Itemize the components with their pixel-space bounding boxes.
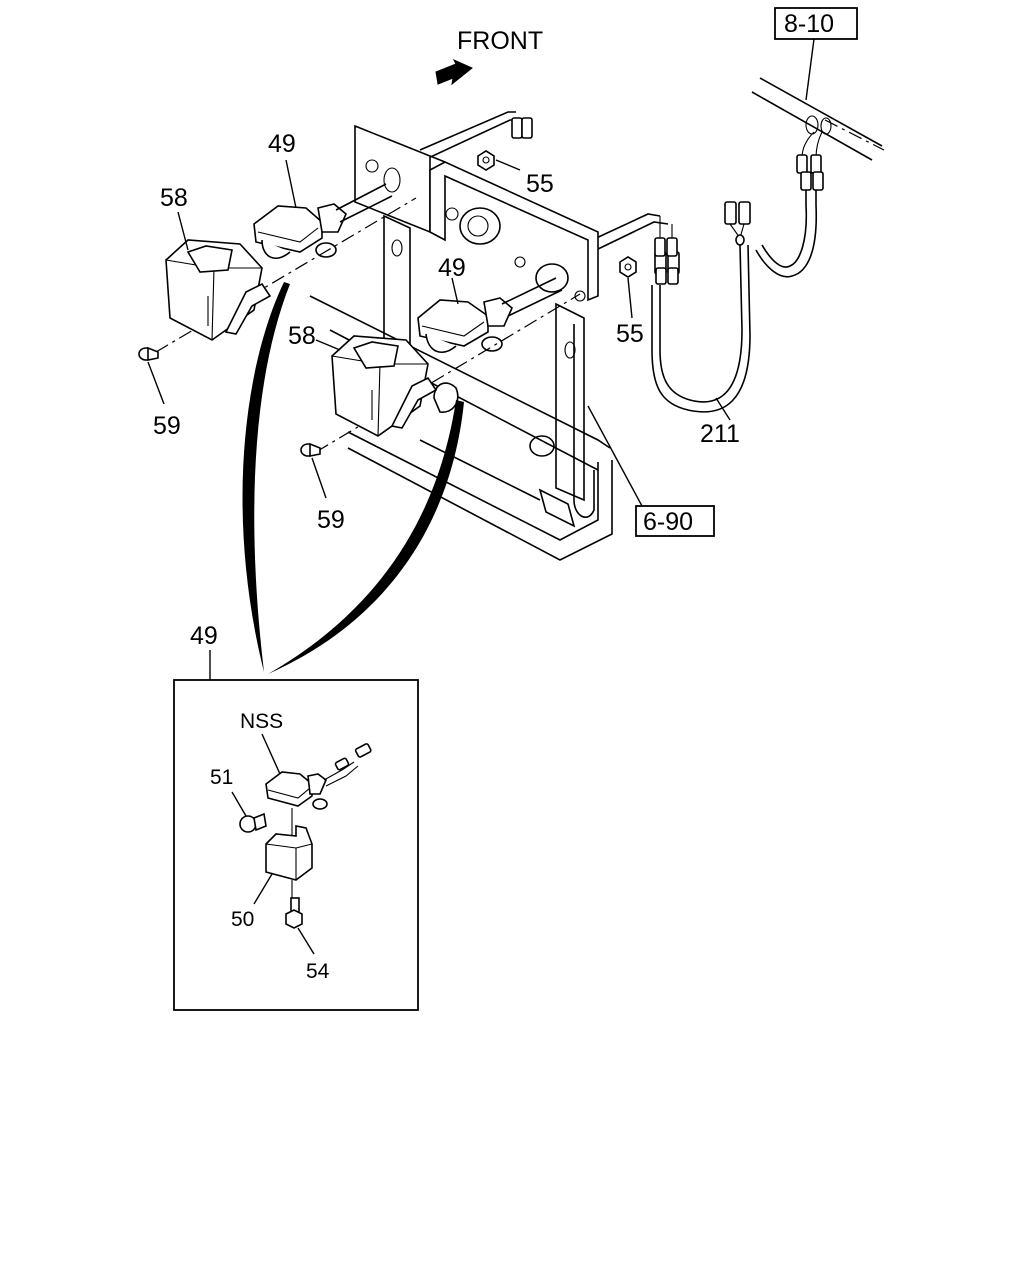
lens-50-label: 50 — [231, 908, 254, 931]
cover-58-upper[interactable]: 58 — [160, 184, 272, 341]
bolt-54[interactable] — [285, 897, 303, 929]
nut-55-upper-label: 55 — [526, 170, 554, 198]
screw-59-lower[interactable]: 59 — [300, 442, 345, 534]
lamp-49-lower[interactable]: 49 — [417, 254, 563, 413]
nut-55-lower-label: 55 — [616, 320, 644, 348]
cover-58-upper-label: 58 — [160, 184, 188, 212]
upper-lamp-wires — [419, 111, 678, 257]
main-harness-tube — [751, 77, 885, 278]
nut-55-lower[interactable]: 55 — [616, 256, 644, 348]
lens-50[interactable] — [265, 825, 313, 881]
nut-55-upper[interactable]: 55 — [477, 150, 554, 198]
screw-59-upper-label: 59 — [153, 412, 181, 440]
screw-59-lower-label: 59 — [317, 506, 345, 534]
nss-label: NSS — [240, 710, 283, 733]
detail-box-49[interactable]: 49 NSS 51 50 — [173, 622, 419, 1011]
front-label: FRONT — [457, 27, 543, 55]
lamp-49-upper-label: 49 — [268, 130, 296, 158]
bulb-51-label: 51 — [210, 766, 233, 789]
lamp-49-lower-label: 49 — [438, 254, 466, 282]
reference-6-90-label: 6-90 — [643, 508, 693, 536]
reference-8-10[interactable]: 8-10 — [774, 7, 858, 101]
center-lines — [155, 197, 581, 453]
detail-callout-wedge — [242, 282, 464, 674]
lamp-49-upper[interactable]: 49 — [253, 130, 393, 260]
screw-59-upper[interactable]: 59 — [138, 346, 181, 440]
harness-211[interactable]: 211 — [651, 201, 751, 448]
reference-8-10-label: 8-10 — [784, 10, 834, 38]
cover-58-lower[interactable]: 58 — [288, 322, 438, 437]
reference-6-90[interactable]: 6-90 — [587, 405, 715, 537]
harness-211-label: 211 — [700, 420, 740, 448]
bulb-51[interactable] — [239, 812, 267, 833]
detail-box-49-label: 49 — [190, 622, 218, 650]
cover-58-lower-label: 58 — [288, 322, 316, 350]
bolt-54-label: 54 — [306, 960, 330, 983]
front-indicator: FRONT — [435, 27, 543, 86]
front-arrow-icon — [435, 58, 473, 86]
